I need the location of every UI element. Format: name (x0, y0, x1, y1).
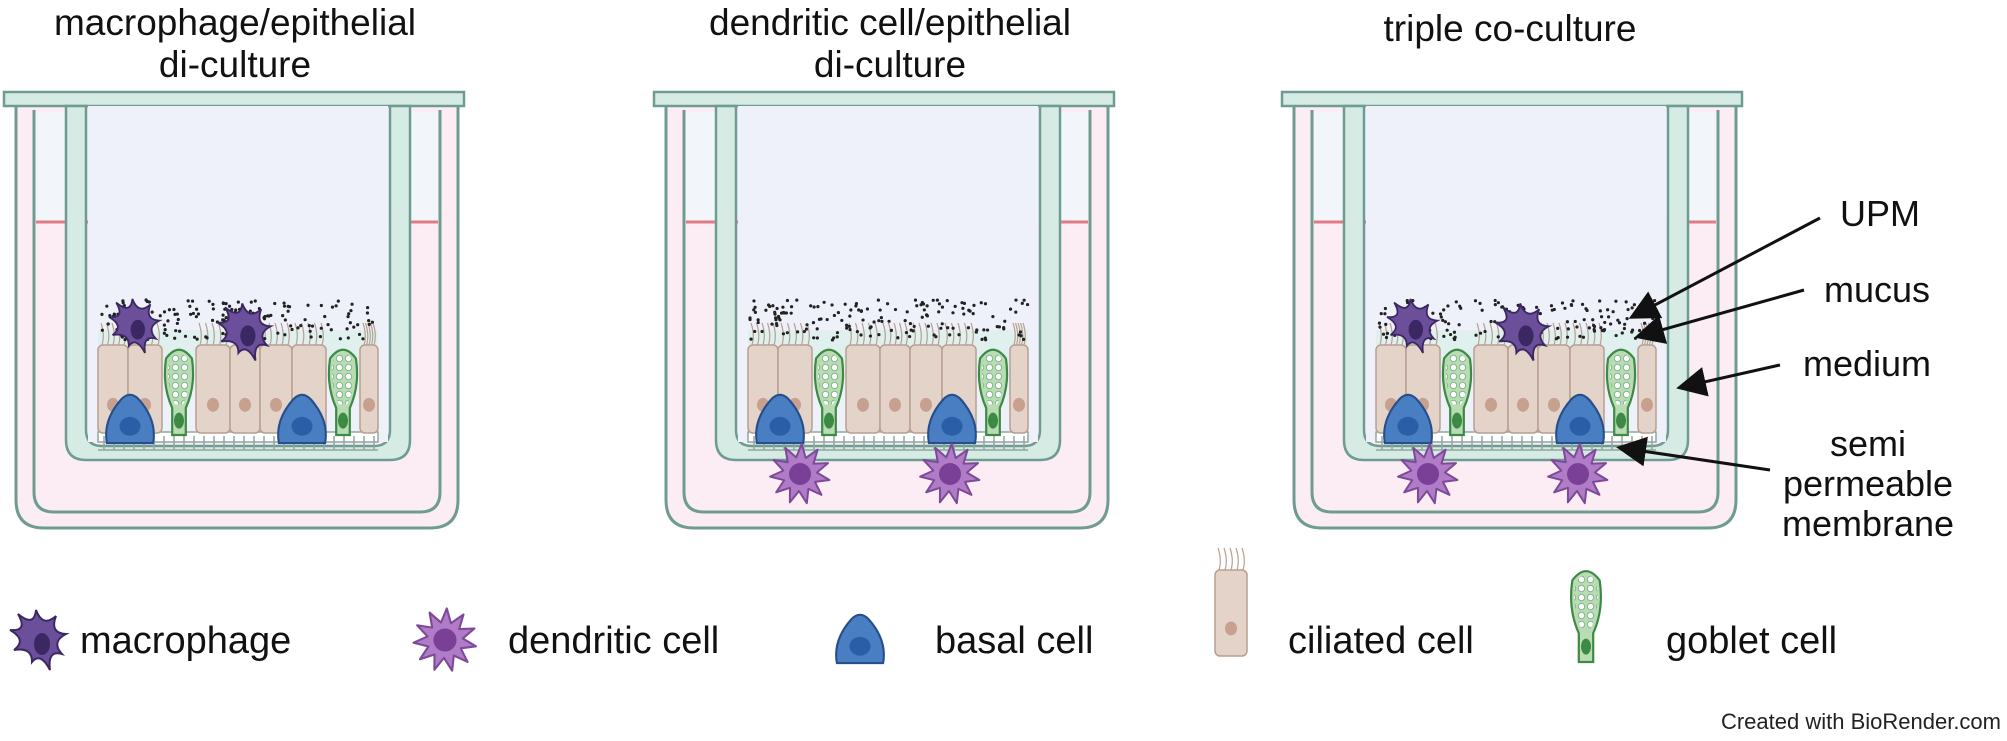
ciliated-cell (845, 322, 881, 434)
insert-wall (64, 104, 412, 462)
dendritic-cell (919, 443, 981, 505)
goblet-cell (1441, 348, 1473, 437)
upm-arrow (1628, 216, 1821, 319)
culture-well-3 (1280, 90, 1744, 530)
basal-cell (105, 393, 155, 445)
basal-cell (1383, 393, 1433, 445)
panel-title-2: dendritic cell/epithelial di-culture (709, 2, 1071, 85)
insert-wall (1342, 104, 1690, 462)
ciliated-cell (1009, 322, 1029, 434)
annotation-arrows (1616, 216, 1821, 472)
insert-wall (714, 104, 1062, 462)
basal-cell (755, 393, 805, 445)
ciliated-cell (359, 322, 379, 434)
membrane-label: semi permeable membrane (1781, 423, 1955, 544)
mucus-label: mucus (1823, 269, 1931, 310)
ciliated-cell (229, 322, 261, 434)
goblet-cell (163, 348, 195, 437)
dendritic-cell (769, 443, 831, 505)
epithelial-layer (97, 322, 379, 445)
mucus-particles (100, 298, 374, 342)
medium-label: medium (1802, 343, 1932, 384)
goblet-cell-icon (1570, 570, 1602, 664)
basal-cell-icon (835, 613, 885, 665)
insert-rim (2, 90, 466, 108)
epithelial-layer (747, 322, 1029, 445)
legend-basal-label: basal cell (935, 620, 1094, 662)
legend-goblet-label: goblet cell (1666, 620, 1838, 662)
legend-ciliated-label: ciliated cell (1288, 620, 1474, 662)
culture-well-2 (652, 90, 1116, 530)
legend-macrophage-label: macrophage (80, 620, 292, 662)
panel-title-3: triple co-culture (1383, 8, 1637, 49)
basal-cell (277, 393, 327, 445)
ciliated-cell (1473, 322, 1509, 434)
macrophage-icon (9, 609, 70, 671)
goblet-cell (1605, 348, 1637, 437)
medium-arrow (1676, 363, 1781, 397)
insert-rim (1280, 90, 1744, 108)
macrophage (1495, 303, 1553, 361)
ciliated-cell (195, 322, 231, 434)
basal-cell (1555, 393, 1605, 445)
credit-text: Created with BioRender.com (1720, 709, 2001, 734)
basal-cell (927, 393, 977, 445)
membrane-arrow (1616, 436, 1771, 472)
goblet-cell (327, 348, 359, 437)
dendritic-cell (1547, 443, 1609, 505)
goblet-cell (977, 348, 1009, 437)
goblet-cell (813, 348, 845, 437)
ciliated-cell-icon (1214, 547, 1248, 657)
legend-icons (9, 547, 1602, 672)
macrophage (217, 303, 275, 361)
dendritic-cell (1397, 443, 1459, 505)
culture-well-1 (2, 90, 466, 530)
insert-rim (652, 90, 1116, 108)
macrophage (1386, 298, 1441, 354)
ciliated-cell (879, 322, 911, 434)
upm-label: UPM (1840, 193, 1920, 234)
culture-wells (2, 90, 1744, 530)
macrophage (108, 298, 163, 354)
mucus-particles (748, 298, 1030, 342)
dendritic-cell-icon (412, 607, 477, 672)
mucus-arrow (1634, 288, 1805, 344)
panel-title-1: macrophage/epithelial di-culture (53, 2, 416, 85)
legend-dendritic-label: dendritic cell (508, 620, 720, 662)
